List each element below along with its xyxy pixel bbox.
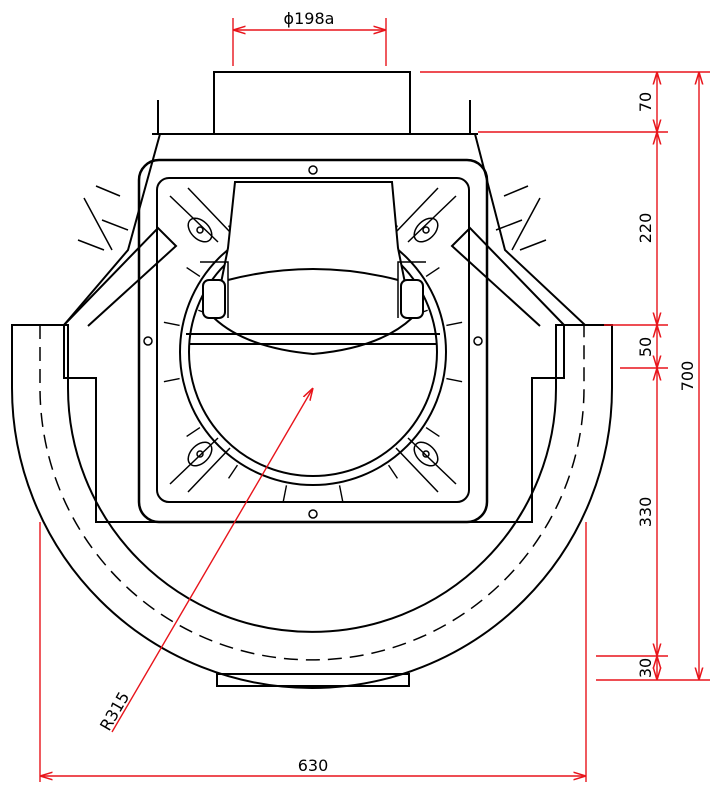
side-panel-left [63, 226, 178, 327]
width-label: 630 [298, 756, 329, 775]
handle-left [202, 279, 226, 319]
base-plinth [216, 673, 410, 687]
firebox-inner [156, 177, 470, 503]
hood-bracket-left [152, 100, 214, 135]
dimensions [39, 18, 710, 782]
flue-collar [213, 71, 411, 135]
base-arc-dashed [39, 325, 585, 661]
firebox-rib [387, 464, 399, 479]
height-30-label: 30 [636, 658, 655, 678]
radius-label: R315 [96, 688, 133, 734]
firebox-outer [137, 158, 489, 524]
hood-bracket-right [410, 100, 478, 135]
firebox-rib [227, 464, 239, 479]
base-arc-outer [11, 324, 613, 689]
handle-brackets [200, 261, 426, 318]
radius-leader [111, 388, 313, 733]
height-330-label: 330 [636, 497, 655, 528]
hood-outline [63, 133, 588, 523]
firebox-rib [338, 485, 344, 502]
height-50-label: 50 [636, 337, 655, 357]
fireplace-body [11, 71, 613, 689]
firebox-rib [425, 266, 440, 278]
side-fins-right [495, 185, 547, 251]
height-70-label: 70 [636, 92, 655, 112]
firebox-rib [446, 321, 463, 327]
firebox-rib [425, 426, 440, 438]
height-total-label: 700 [678, 361, 697, 392]
height-220-label: 220 [636, 213, 655, 244]
baffle-bar [186, 333, 440, 345]
firebox-rib [186, 426, 201, 438]
corner-bolts [187, 217, 439, 467]
firebox-rib [282, 485, 288, 502]
firebox-rib [163, 321, 180, 327]
firebox-rib [446, 377, 463, 383]
side-fins-left [77, 185, 129, 251]
firebox-rib [186, 266, 201, 278]
baffle [186, 181, 440, 356]
mounting-holes [143, 165, 483, 519]
firebox-rib [163, 377, 180, 383]
side-panel-right [450, 226, 565, 327]
baffle-curve [227, 268, 399, 281]
handle-right [400, 279, 424, 319]
flue-diameter-label: ϕ198a [284, 9, 335, 28]
firebox [137, 158, 489, 524]
